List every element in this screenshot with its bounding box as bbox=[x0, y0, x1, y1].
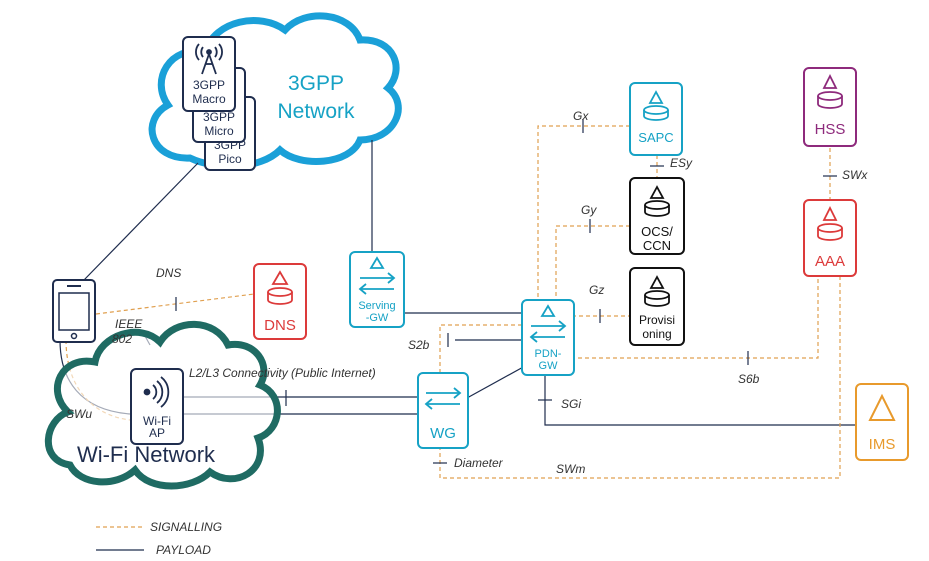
aaa-node-label: AAA bbox=[815, 253, 845, 270]
dns-signalling-link bbox=[95, 293, 255, 315]
wifi-signal-icon bbox=[143, 376, 170, 408]
wifi-ap-node: Wi-Fi AP bbox=[130, 368, 184, 445]
gy-label: Gy bbox=[581, 203, 597, 217]
dns-node-label: DNS bbox=[264, 317, 296, 334]
gy-link bbox=[555, 225, 630, 300]
database-icon bbox=[817, 73, 843, 109]
micro-line1: 3GPP bbox=[203, 110, 235, 124]
router-arrows-icon bbox=[358, 256, 396, 295]
legend-signalling-label: SIGNALLING bbox=[150, 520, 222, 534]
swx-label: SWx bbox=[842, 168, 868, 182]
sgi-link bbox=[544, 375, 856, 426]
ocs-line2: CCN bbox=[643, 238, 671, 253]
ue-to-3gpp-link bbox=[83, 162, 199, 281]
gx-label: Gx bbox=[573, 109, 589, 123]
wg-node: WG bbox=[417, 372, 469, 449]
ieee-label-line1: IEEE bbox=[115, 317, 143, 331]
dns-interface-label: DNS bbox=[156, 266, 181, 280]
gx-link bbox=[537, 125, 630, 300]
database-icon bbox=[644, 185, 670, 217]
swm-label: SWm bbox=[556, 462, 585, 476]
pico-line2: Pico bbox=[218, 152, 242, 166]
sgw-line2: -GW bbox=[366, 312, 389, 324]
swu-label: SWu bbox=[66, 407, 92, 421]
provisioning-node: Provisi oning bbox=[629, 267, 685, 346]
s6b-link bbox=[578, 276, 819, 359]
s2b-label: S2b bbox=[408, 338, 430, 352]
prov-line1: Provisi bbox=[639, 313, 675, 327]
legend: SIGNALLING PAYLOAD bbox=[96, 520, 222, 557]
pdn-gw-node: PDN- GW bbox=[521, 299, 575, 376]
3gpp-cloud-title-line1: 3GPP bbox=[288, 72, 344, 95]
wg-node-label: WG bbox=[430, 425, 456, 442]
sapc-node-label: SAPC bbox=[638, 130, 673, 145]
macro-line1: 3GPP bbox=[193, 78, 225, 92]
hss-node: HSS bbox=[803, 67, 857, 147]
3gpp-cloud-title-line2: Network bbox=[277, 100, 355, 123]
database-icon bbox=[643, 90, 669, 121]
sgi-label: SGi bbox=[561, 397, 581, 411]
ocs-line1: OCS/ bbox=[641, 224, 673, 239]
swm-link bbox=[439, 276, 841, 479]
esy-label: ESy bbox=[670, 156, 693, 170]
macro-line2: Macro bbox=[192, 92, 226, 106]
l2l3-label: L2/L3 Connectivity (Public Internet) bbox=[189, 366, 376, 380]
prov-line2: oning bbox=[642, 327, 671, 341]
dns-node: DNS bbox=[253, 263, 307, 340]
ieee-label-line2: 802 bbox=[112, 332, 132, 346]
interface-labels: Gx ESy Gy Gz SWx S2b SGi S6b SWm Diamete… bbox=[66, 109, 868, 476]
ocs-ccn-node: OCS/ CCN bbox=[629, 177, 685, 255]
gz-label: Gz bbox=[589, 283, 604, 297]
3gpp-macro-node: 3GPP Macro bbox=[182, 36, 236, 112]
interface-ticks bbox=[144, 119, 837, 464]
s6b-label: S6b bbox=[738, 372, 760, 386]
ims-node: IMS bbox=[855, 383, 909, 461]
user-equipment-phone bbox=[52, 279, 96, 343]
ap-line2: AP bbox=[149, 426, 165, 440]
antenna-tower-icon bbox=[195, 43, 223, 75]
legend-payload-label: PAYLOAD bbox=[156, 543, 211, 557]
pgw-line1: PDN- bbox=[535, 348, 562, 360]
serving-gw-node: Serving -GW bbox=[349, 251, 405, 328]
signalling-links bbox=[65, 125, 841, 479]
micro-line2: Micro bbox=[204, 124, 234, 138]
wifi-cloud-title: Wi-Fi Network bbox=[77, 442, 216, 467]
database-icon bbox=[267, 270, 293, 305]
pgw-line2: GW bbox=[539, 360, 559, 372]
router-arrows-icon bbox=[529, 304, 567, 343]
hss-node-label: HSS bbox=[815, 121, 846, 138]
ims-node-label: IMS bbox=[869, 436, 896, 453]
router-arrows-icon bbox=[424, 387, 462, 410]
sgw-line1: Serving bbox=[358, 300, 395, 312]
aaa-node: AAA bbox=[803, 199, 857, 277]
diameter-label: Diameter bbox=[454, 456, 504, 470]
ap-line1: Wi-Fi bbox=[143, 414, 171, 428]
sapc-node: SAPC bbox=[629, 82, 683, 156]
database-icon bbox=[817, 205, 843, 241]
triangle-icon bbox=[868, 393, 896, 421]
database-icon bbox=[644, 275, 670, 307]
